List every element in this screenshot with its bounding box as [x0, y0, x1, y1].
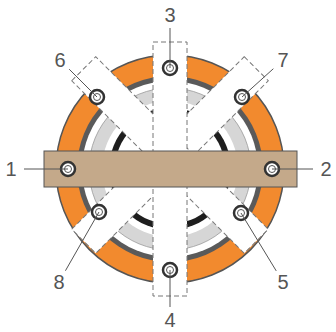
leader-line	[69, 69, 97, 97]
leader-line	[241, 213, 276, 271]
callout-number: 6	[54, 50, 65, 70]
callout-number: 2	[320, 159, 331, 179]
callout-number: 5	[277, 272, 288, 292]
holes	[61, 61, 279, 277]
horizontal-bar	[44, 151, 297, 187]
leader-line	[170, 270, 171, 307]
leader-line	[170, 28, 171, 68]
leader-line	[272, 169, 313, 170]
callout-number: 1	[5, 159, 16, 179]
callout-number: 4	[164, 310, 175, 330]
leader-lines	[24, 28, 313, 307]
callout-number: 8	[53, 272, 64, 292]
callout-number: 7	[277, 50, 288, 70]
leader-line	[24, 169, 68, 170]
leader-line	[242, 69, 273, 97]
callout-number: 3	[164, 5, 175, 25]
leader-line	[65, 212, 99, 271]
